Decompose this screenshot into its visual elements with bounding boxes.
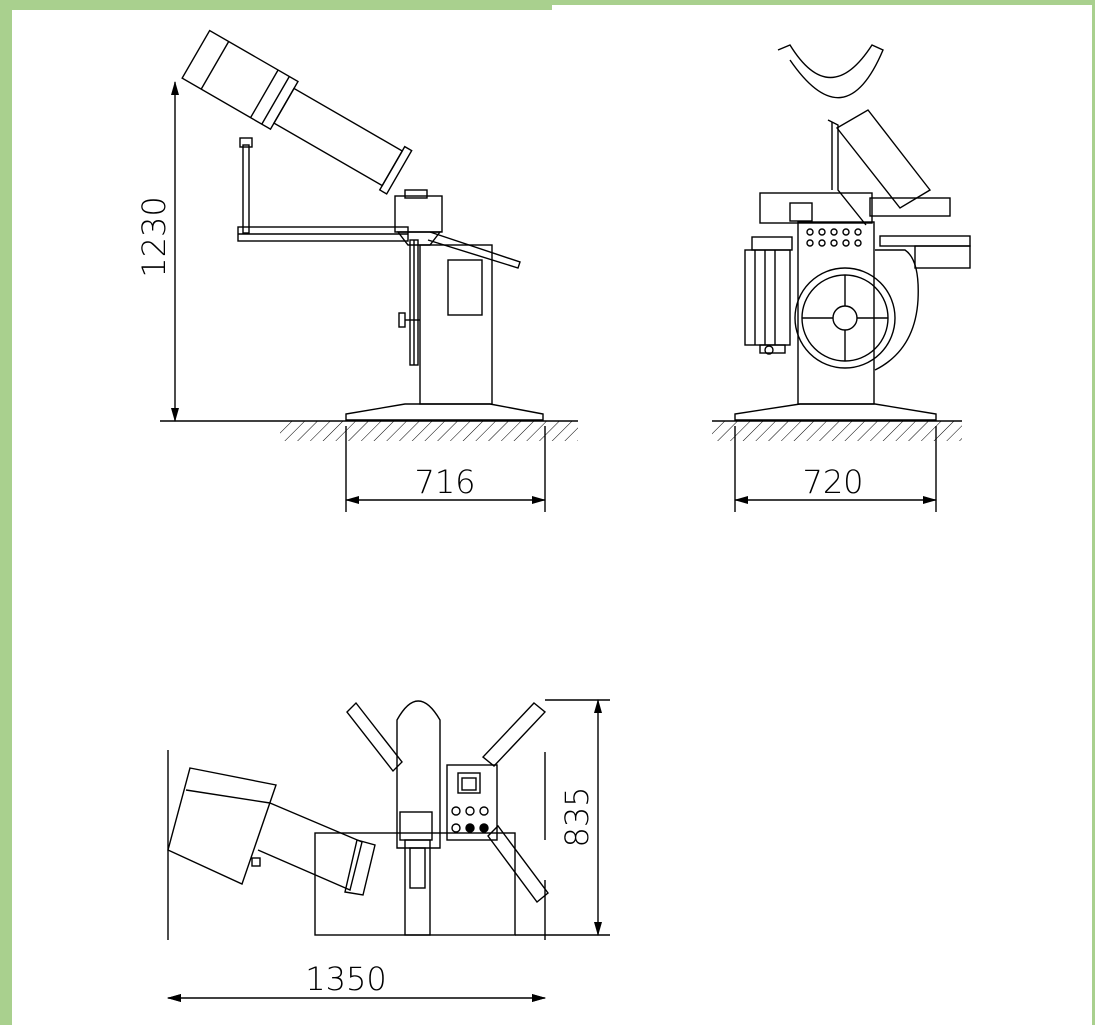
front-width-label: 720 [802,463,863,501]
front-base [734,403,937,421]
side-width-label: 716 [414,463,475,501]
top-depth-label: 835 [558,786,596,847]
front-body [797,221,875,405]
front-view [712,44,971,512]
top-width-label: 1350 [305,960,386,998]
side-window [447,259,483,316]
front-chute [777,44,932,226]
front-ground [712,420,962,441]
side-view [160,29,578,512]
top-drum [167,767,376,896]
top-column [396,700,441,936]
side-column [419,244,493,405]
side-base [345,403,544,421]
side-height-label: 1230 [135,196,173,277]
front-button-row [806,228,862,247]
front-flywheel [794,267,896,369]
frame-border-right [1092,0,1095,1025]
frame-border-top-right [552,0,1095,5]
top-view [167,699,610,1002]
frame-border-top [0,0,552,10]
frame-border-left [0,0,12,1025]
side-ground [280,420,578,441]
front-motor [744,236,793,355]
top-control-panel [446,764,498,841]
